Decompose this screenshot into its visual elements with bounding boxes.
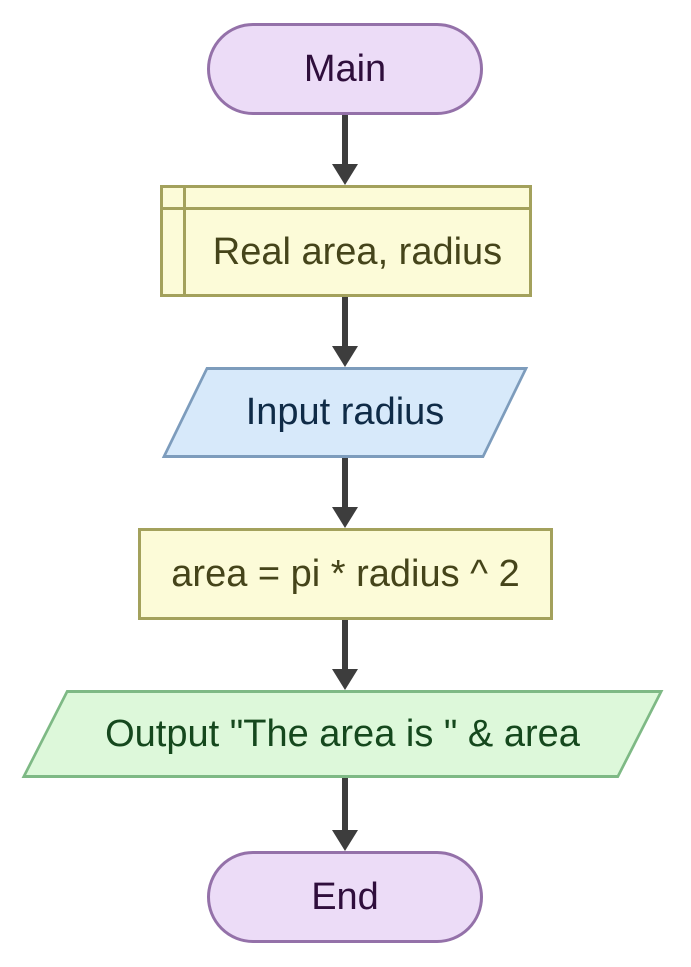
arrowhead-icon: [332, 346, 358, 367]
flowchart-node-declaration[interactable]: Real area, radius: [160, 185, 532, 297]
declaration-header-line: [163, 207, 529, 210]
arrow-shaft: [342, 778, 348, 833]
node-end-label: End: [311, 875, 379, 918]
node-main-label: Main: [303, 47, 387, 90]
node-declaration-label: Real area, radius: [212, 230, 503, 273]
arrowhead-icon: [332, 830, 358, 851]
arrow-shaft: [342, 297, 348, 349]
arrow-shaft: [342, 458, 348, 510]
connector-arrow-assign-to-output: [332, 620, 358, 690]
output-label-area: Output "The area is " & area: [44, 690, 641, 778]
node-output-label: Output "The area is " & area: [105, 712, 580, 755]
connector-arrow-input-to-assign: [332, 458, 358, 528]
flowchart-node-assignment[interactable]: area = pi * radius ^ 2: [138, 528, 553, 620]
flowchart-node-end-terminal[interactable]: End: [207, 851, 483, 943]
flowchart-node-output[interactable]: Output "The area is " & area: [21, 690, 664, 778]
connector-arrow-main-to-declare: [332, 115, 358, 185]
flowchart-node-input[interactable]: Input radius: [161, 367, 529, 458]
arrowhead-icon: [332, 164, 358, 185]
arrow-shaft: [342, 115, 348, 167]
flowchart-node-main-terminal[interactable]: Main: [207, 23, 483, 115]
input-label-area: Input radius: [184, 367, 506, 458]
node-assignment-label: area = pi * radius ^ 2: [171, 552, 520, 595]
arrowhead-icon: [332, 669, 358, 690]
node-input-label: Input radius: [245, 391, 445, 433]
arrowhead-icon: [332, 507, 358, 528]
connector-arrow-output-to-end: [332, 778, 358, 851]
connector-arrow-declare-to-input: [332, 297, 358, 367]
declaration-side-line: [183, 188, 186, 294]
declaration-label-area: Real area, radius: [186, 210, 529, 294]
arrow-shaft: [342, 620, 348, 672]
